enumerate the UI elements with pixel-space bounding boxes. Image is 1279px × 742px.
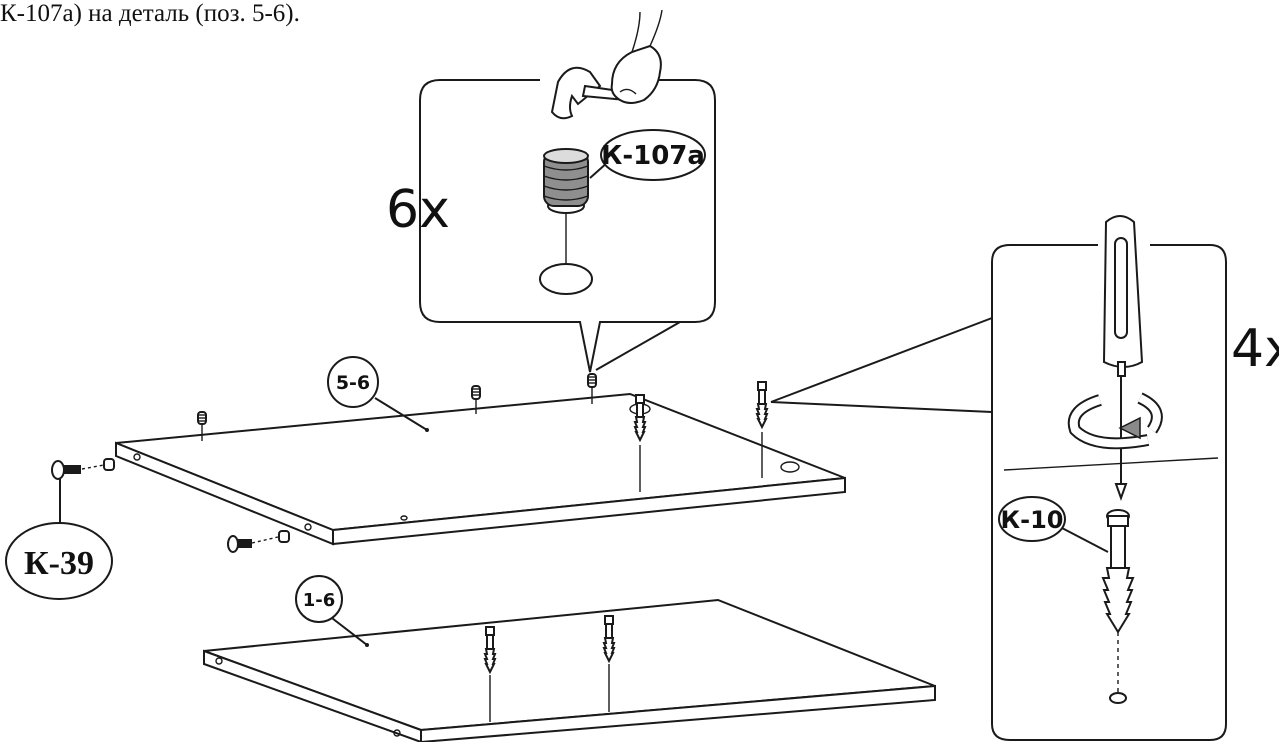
screw-label: К-39 xyxy=(24,545,94,582)
instruction-caption: К-107а) на деталь (поз. 5-6). xyxy=(0,0,300,27)
cam-bolt-marker xyxy=(755,381,769,478)
part-callout-lower xyxy=(295,575,343,623)
dowel-icon xyxy=(539,148,593,295)
cam-callout xyxy=(998,496,1066,542)
part-label-lower: 1-6 xyxy=(303,590,336,611)
dowel-marker xyxy=(471,385,481,414)
dowel-marker xyxy=(587,373,597,404)
screw-callout xyxy=(5,522,113,600)
cam-bolt-icon xyxy=(1101,509,1135,704)
dowel-callout xyxy=(600,129,706,181)
hammer-icon xyxy=(550,66,627,120)
dowel-marker xyxy=(197,411,207,441)
cam-detail-box xyxy=(991,244,1227,741)
dowel-label: К-107а xyxy=(601,141,705,171)
part-label-upper: 5-6 xyxy=(336,372,370,394)
hand-icon xyxy=(610,9,663,104)
cam-label: К-10 xyxy=(1001,506,1064,534)
rotation-arrow-icon xyxy=(1067,392,1163,450)
panel-lower xyxy=(203,598,936,742)
screw-marker xyxy=(51,458,115,480)
panel-upper xyxy=(115,392,846,546)
cam-quantity: 4x xyxy=(1231,319,1279,379)
screw-marker xyxy=(227,530,290,553)
cam-bolt-marker xyxy=(483,626,497,722)
dowel-quantity: 6x xyxy=(386,180,450,240)
cam-bolt-marker xyxy=(602,615,616,712)
screwdriver-icon xyxy=(1102,215,1144,501)
cam-bolt-marker xyxy=(633,394,647,492)
part-callout-upper xyxy=(327,356,379,408)
